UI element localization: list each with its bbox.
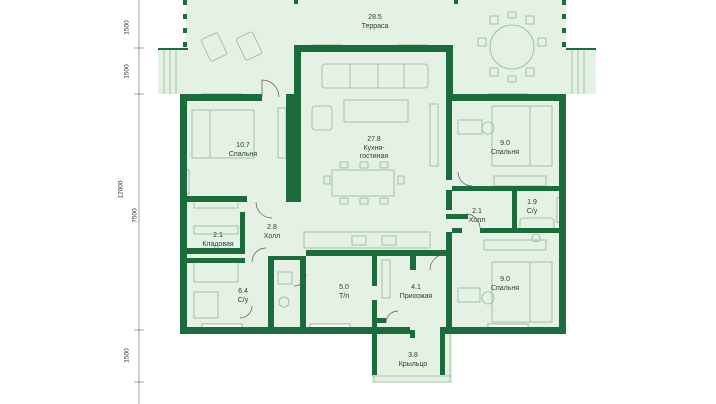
walls <box>180 45 566 375</box>
dim-terrace-b: 1500 <box>123 64 131 79</box>
wall-bottom-right <box>440 327 566 334</box>
dim-middle: 7500 <box>131 208 139 223</box>
porch-floor <box>372 330 452 382</box>
house-floor <box>183 94 563 330</box>
wall-top-right <box>446 94 566 101</box>
terrace-furniture <box>201 11 547 83</box>
wall-top-left <box>180 94 262 101</box>
terrace-right-steps <box>566 48 596 94</box>
doors <box>239 79 481 324</box>
dim-porch: 1500 <box>123 348 131 363</box>
floor-areas <box>158 0 596 382</box>
interior-furniture <box>191 63 555 323</box>
dimension-lines <box>134 0 144 404</box>
wall-right <box>559 94 566 334</box>
wall-bottom-left <box>180 327 410 334</box>
steps <box>163 50 585 383</box>
terrace-posts <box>158 0 596 50</box>
dim-overall: 12000 <box>117 180 125 199</box>
wall-left <box>180 94 187 334</box>
terrace-left-steps <box>158 48 188 94</box>
